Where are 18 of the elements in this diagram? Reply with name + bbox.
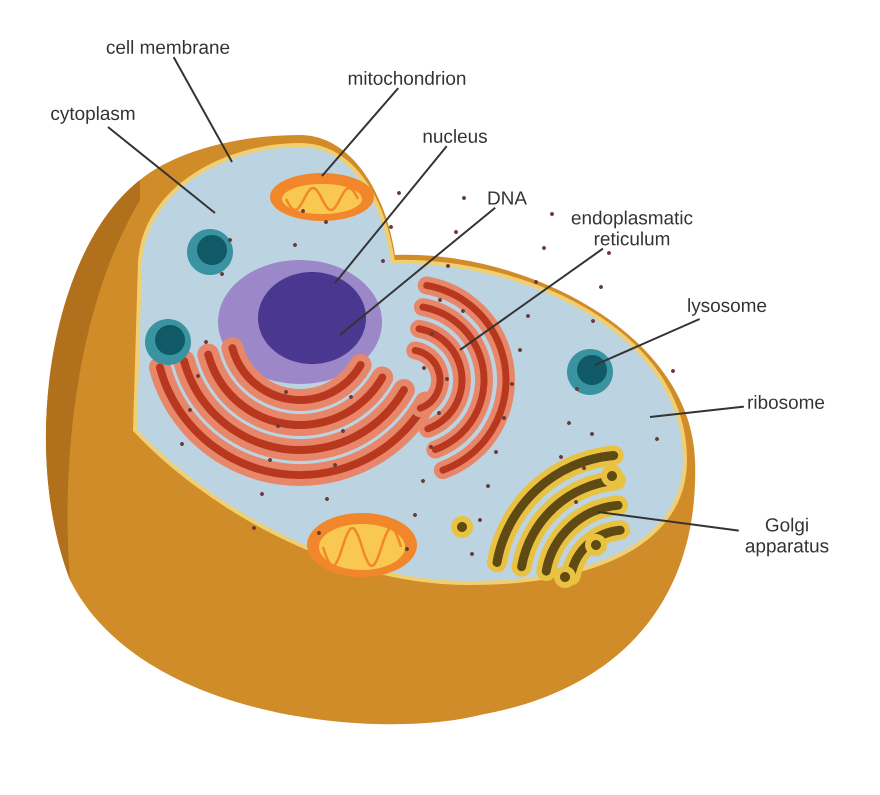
leader-line (334, 146, 448, 284)
label: DNA (488, 192, 527, 204)
leader-line (172, 56, 233, 162)
leader-line (459, 248, 604, 351)
label: endoplasmatic reticulum (572, 210, 693, 246)
leader-line (321, 88, 399, 177)
leader-line (107, 126, 216, 214)
label: mitochondrion (348, 71, 466, 85)
leader-line (650, 406, 744, 418)
label: ribosome (748, 395, 824, 409)
leader-line (339, 206, 496, 336)
leader-line (594, 318, 700, 366)
label: Golgi apparatus (746, 518, 828, 556)
label: cytoplasm (51, 106, 134, 124)
label: lysosome (688, 298, 766, 316)
leader-line (598, 511, 739, 532)
label: cell membrane (106, 40, 230, 54)
label: nucleus (424, 129, 487, 143)
